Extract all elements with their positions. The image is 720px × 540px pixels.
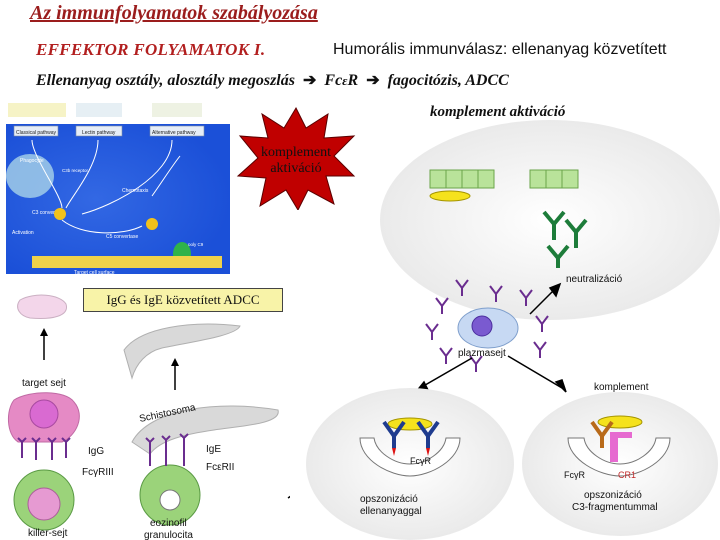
classical-pathway-box [13, 125, 59, 137]
fcgr-label-2: FcγR [564, 470, 585, 480]
fceri-label: FcεRII [206, 462, 234, 473]
arrow-right-icon: ➔ [302, 72, 317, 89]
cr1-label: CR1 [618, 470, 636, 480]
antibody-effector-line: Ellenanyag osztály, alosztály megoszlás … [36, 70, 509, 90]
target-nucleus [29, 399, 59, 429]
opsonization-c3-label-1: opszonizáció [584, 490, 642, 501]
neutralizing-antibodies [542, 210, 588, 268]
lectin-pathway-label: Lectin pathway [82, 130, 116, 136]
c5-convertase-label: C5 convertase [106, 234, 138, 240]
phagocyte-cell [6, 154, 54, 198]
humoral-heading: Humorális immunválasz: ellenanyag közvet… [333, 41, 667, 58]
alternative-pathway-box [149, 125, 205, 137]
c5-component [146, 218, 158, 230]
page-title: Az immunfolyamatok szabályozása [30, 2, 318, 24]
opsonizing-antibody [382, 420, 440, 448]
fcgr-receptors [392, 448, 430, 456]
target-membrane [32, 256, 222, 268]
lectin-pathway-box [75, 125, 123, 137]
complement-mini-image [8, 103, 66, 117]
c3-fragment [610, 432, 618, 462]
killer-cell-label: killer-sejt [28, 528, 68, 539]
complement-label: komplement [594, 382, 649, 393]
granulocyte-label: granulocita [144, 530, 193, 540]
phagocyte-label: Phagocyte [20, 158, 44, 164]
fcgriii-label: FcγRIII [82, 467, 114, 478]
ige-antibodies [145, 433, 189, 466]
complement-pathway-diagram: Classical pathway Lectin pathway Alterna… [2, 96, 238, 276]
adcc-diagram: target sejt IgG FcγRIII killer-sejt Schi… [8, 294, 290, 540]
secreted-antibodies [425, 279, 549, 372]
antibody-effector-diagram: neutralizáció plazmasejt komplement FcγR [306, 120, 720, 540]
starburst-shape [236, 106, 356, 210]
antigen [387, 417, 433, 431]
complement-activation-label: komplement aktiváció [430, 104, 566, 120]
c3-component [54, 208, 66, 220]
neutralization-label: neutralizáció [566, 274, 623, 285]
complement-starburst: komplement aktiváció [236, 106, 356, 210]
arrow-right-icon: ➔ [366, 72, 380, 89]
starburst-line1: komplement [261, 145, 331, 160]
target-surface-label: Target cell surface [74, 270, 115, 276]
target-cell-label: target sejt [22, 378, 66, 389]
opsonization-c3-label-2: C3-fragmentummal [572, 502, 658, 513]
c3-convertase-label: C3 convertase [32, 210, 64, 216]
phagocyte-pocket [359, 437, 461, 477]
fcgr-label-1: FcγR [410, 456, 431, 466]
fc-receptor-text: FcεR [324, 72, 359, 89]
starburst-line2: aktiváció [270, 161, 321, 176]
plasma-cell-label: plazmasejt [458, 348, 506, 359]
igg-antibodies [17, 437, 71, 460]
ige-label: IgE [206, 444, 221, 455]
antigen-c3 [597, 415, 643, 429]
eosinophil-label: eozinofil [150, 518, 187, 529]
activation-label: Activation [12, 230, 34, 236]
arrow-icon [554, 379, 567, 393]
arrow-up-icon [171, 358, 179, 366]
antibody-class-text: Ellenanyag osztály, alosztály megoszlás [36, 72, 295, 89]
arrow-up-icon [40, 328, 48, 336]
phagocyte-pocket-c3 [567, 437, 671, 477]
opsonization-antibody-label-1: opszonizáció [360, 494, 418, 505]
schistosoma-damaged [123, 323, 241, 380]
c3b-receptor-label: C3b receptor [62, 168, 89, 173]
igg-label: IgG [88, 446, 104, 457]
phagocytosis-text: fagocitózis, ADCC [387, 72, 509, 89]
opsonization-antibody-label-2: ellenanyaggal [360, 506, 422, 517]
epithelial-cells [429, 169, 579, 202]
lysed-target-cell [17, 294, 68, 319]
poly-c9-label: poly C9 [188, 242, 204, 247]
opsonizing-antibody-c3 [590, 420, 614, 448]
adcc-label-box: IgG és IgE közvetített ADCC [83, 288, 283, 312]
classical-pathway-label: Classical pathway [16, 130, 57, 136]
alternative-pathway-label: Alternative pathway [152, 130, 196, 136]
chemotaxis-label: Chemotaxis [122, 188, 149, 194]
arrow-icon [548, 282, 562, 298]
killer-nucleus [27, 487, 61, 521]
section-heading: EFFEKTOR FOLYAMATOK I. [36, 40, 266, 59]
schistosoma [131, 405, 279, 455]
